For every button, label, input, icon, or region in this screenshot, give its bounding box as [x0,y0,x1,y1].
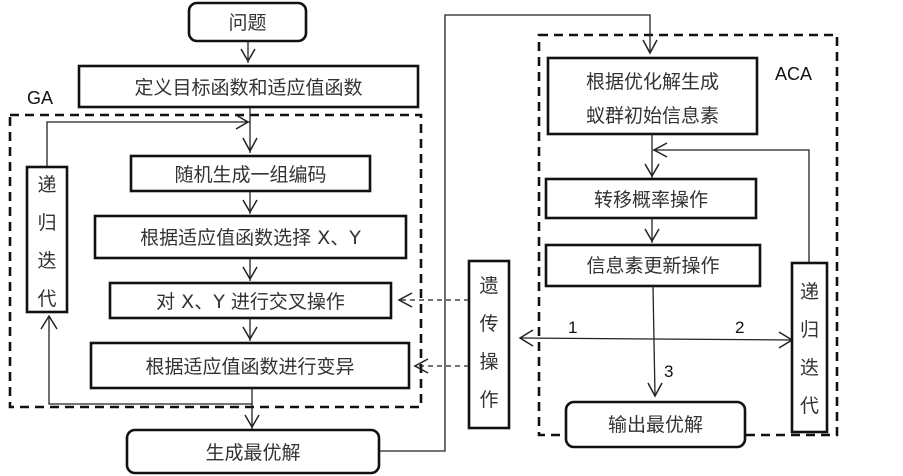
ga-recursion-node [25,165,69,314]
arrowhead-icon [40,314,58,330]
select-xy-text: 根据适应值函数选择 X、Y [140,227,361,249]
arrowhead-icon [413,358,429,374]
aca-init-node [546,56,759,136]
generate-optimal-text: 生成最优解 [205,442,300,464]
edge-ga-recursion-random [46,121,250,166]
genetic-ops-char-1: 遗 [479,275,498,297]
edge-optimal-aca-init [379,14,651,452]
edge-pheromone-output [652,285,656,397]
output-optimal-text: 输出最优解 [608,414,703,436]
edge-branch-horizontal [519,337,793,341]
branch-label-3: 3 [664,362,673,381]
aca-recursion-char-2: 归 [800,319,819,341]
aca-recursion-char-3: 迭 [800,357,819,379]
crossover-text: 对 X、Y 进行交叉操作 [156,291,345,313]
arrowhead-icon [647,382,663,398]
arrowhead-icon [518,329,534,347]
genetic-ops-char-4: 作 [479,389,498,411]
arrowhead-icon [235,114,250,130]
ga-region-label: GA [27,88,53,108]
arrowhead-icon [242,266,258,281]
edge-mutation-ga-recursion [48,316,252,405]
genetic-ops-char-2: 传 [479,313,498,335]
arrowhead-icon [644,228,660,243]
define-functions-text: 定义目标函数和适应值函数 [134,77,362,99]
random-encoding-node [129,154,372,193]
aca-recursion-node [790,261,829,434]
transition-prob-text: 转移概率操作 [594,189,708,211]
genetic-ops-node [467,259,511,430]
problem-node-text: 问题 [228,12,266,34]
branch-label-2: 2 [735,318,744,337]
aca-recursion-char-4: 代 [800,395,819,417]
ga-recursion-char-4: 代 [37,288,56,310]
genetic-ops-char-3: 操 [479,351,498,373]
arrowhead-icon [242,326,258,341]
random-encoding-text: 随机生成一组编码 [174,164,326,186]
pheromone-update-text: 信息素更新操作 [586,255,719,277]
arrowhead-icon [652,142,668,158]
aca-init-text-line2: 蚁群初始信息素 [586,105,719,127]
ga-recursion-char-3: 迭 [37,250,56,272]
arrowhead-icon [644,163,660,178]
select-xy-node [93,214,408,260]
ga-recursion-char-1: 递 [37,174,56,196]
crossover-node [108,281,393,320]
arrowhead-icon [244,414,260,429]
arrowhead-icon [397,292,413,308]
arrowhead-icon [642,39,658,55]
aca-region-label: ACA [775,64,812,84]
output-optimal-node [564,400,747,449]
pheromone-update-node [544,243,762,288]
ga-region [8,113,423,409]
arrowhead-icon [240,48,256,63]
arrowhead-icon [242,199,258,214]
branch-label-1: 1 [568,318,577,337]
arrowhead-icon [242,137,258,153]
transition-prob-node [544,177,758,220]
aca-init-text-line1: 根据优化解生成 [586,71,719,93]
mutation-node [89,341,411,390]
mutation-text: 根据适应值函数进行变异 [145,356,354,378]
ga-recursion-char-2: 归 [37,212,56,234]
edge-aca-recursion-transition [653,149,810,262]
define-functions-node [77,64,420,109]
aca-recursion-char-1: 递 [800,281,819,303]
